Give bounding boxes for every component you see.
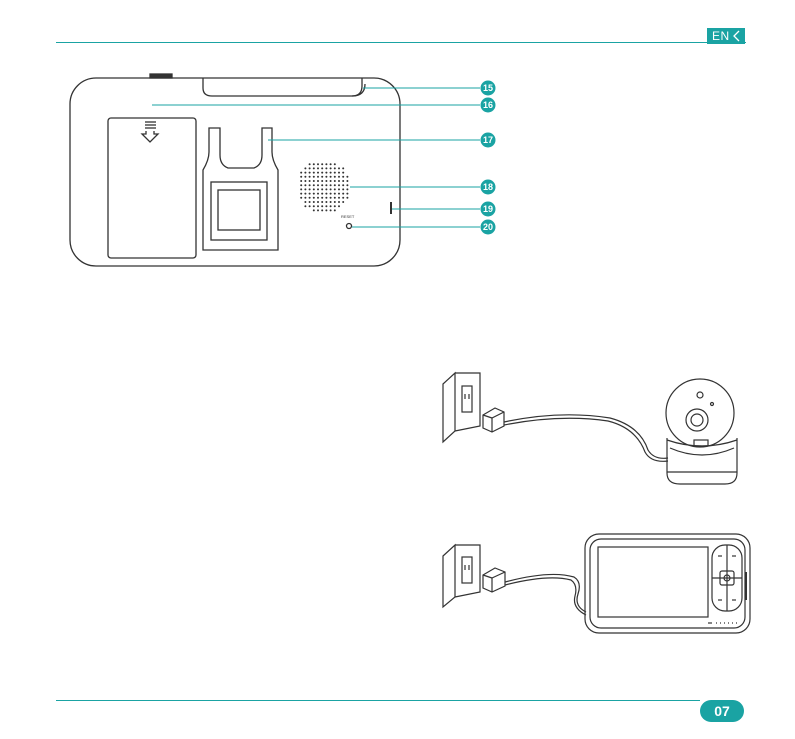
footer-rule [56, 700, 700, 701]
callout-19: 19 [481, 202, 496, 217]
svg-text:17: 17 [483, 135, 493, 145]
callout-20: 20 [481, 220, 496, 235]
svg-text:18: 18 [483, 182, 493, 192]
callout-18: 18 [481, 180, 496, 195]
parent-unit-power-illustration [443, 534, 750, 633]
svg-text:16: 16 [483, 100, 493, 110]
callout-15: 15 [481, 81, 496, 96]
page-number: 07 [700, 700, 744, 722]
svg-text:20: 20 [483, 222, 493, 232]
camera-power-illustration [443, 373, 737, 484]
reset-label: RESET [341, 214, 355, 219]
speaker-grille [300, 163, 348, 211]
callout-16: 16 [481, 98, 496, 113]
svg-text:15: 15 [483, 83, 493, 93]
callout-leaders [152, 88, 480, 227]
callout-17: 17 [481, 133, 496, 148]
parent-unit-back-illustration [70, 74, 400, 266]
svg-text:19: 19 [483, 204, 493, 214]
